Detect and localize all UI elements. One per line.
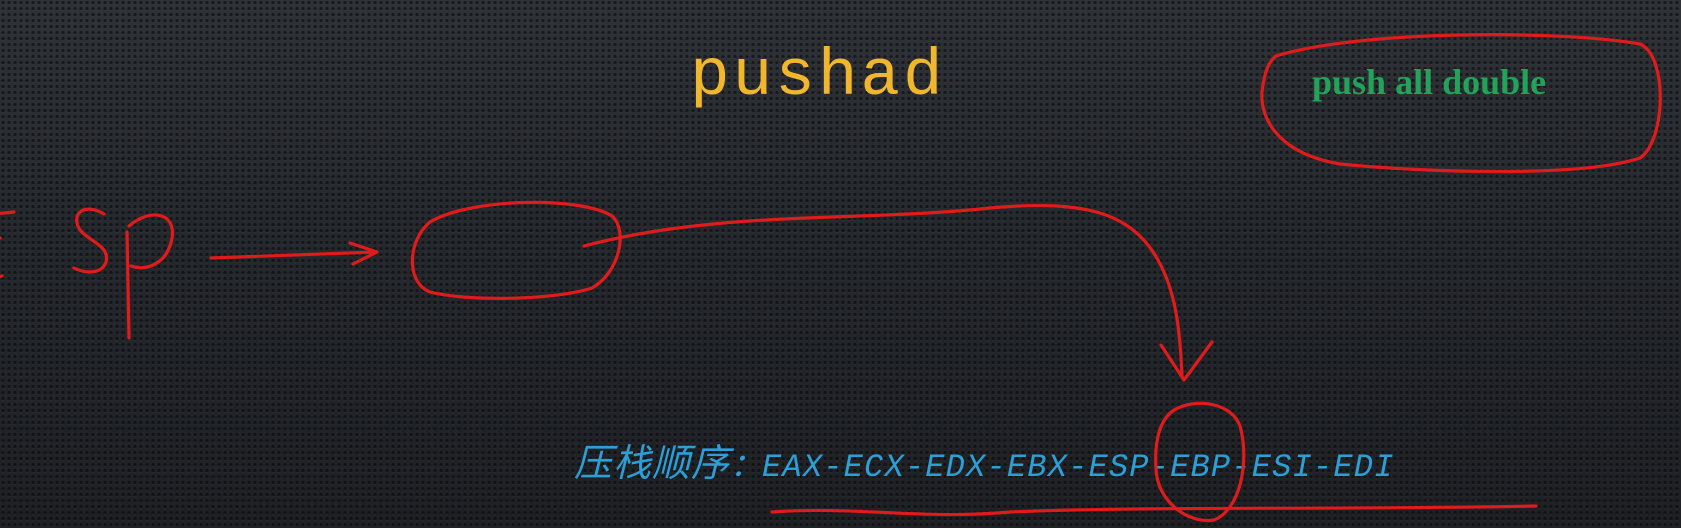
push-order-registers: EAX-ECX-EDX-EBX-ESP-EBP-ESI-EDI	[762, 449, 1395, 486]
order-underline	[770, 504, 1538, 517]
handwritten-e	[0, 210, 16, 279]
handwritten-p	[125, 213, 174, 340]
push-order-line: 压栈顺序：EAX-ECX-EDX-EBX-ESP-EBP-ESI-EDI	[574, 444, 1395, 484]
callout-ellipse	[1260, 33, 1662, 174]
stack-slot-ellipse	[410, 200, 622, 300]
esp-circle	[1154, 401, 1246, 523]
push-order-separator: ：	[730, 449, 763, 486]
handwritten-esp	[0, 207, 174, 340]
push-order-label: 压栈顺序	[574, 441, 731, 485]
curved-arrow-head	[1159, 340, 1214, 382]
slide-title: pushad	[690, 39, 946, 114]
curved-arrow-to-esp	[582, 203, 1184, 378]
esp-pointer-arrow	[209, 241, 379, 266]
callout-text: push all double	[1312, 62, 1547, 102]
handwritten-s	[72, 207, 109, 274]
